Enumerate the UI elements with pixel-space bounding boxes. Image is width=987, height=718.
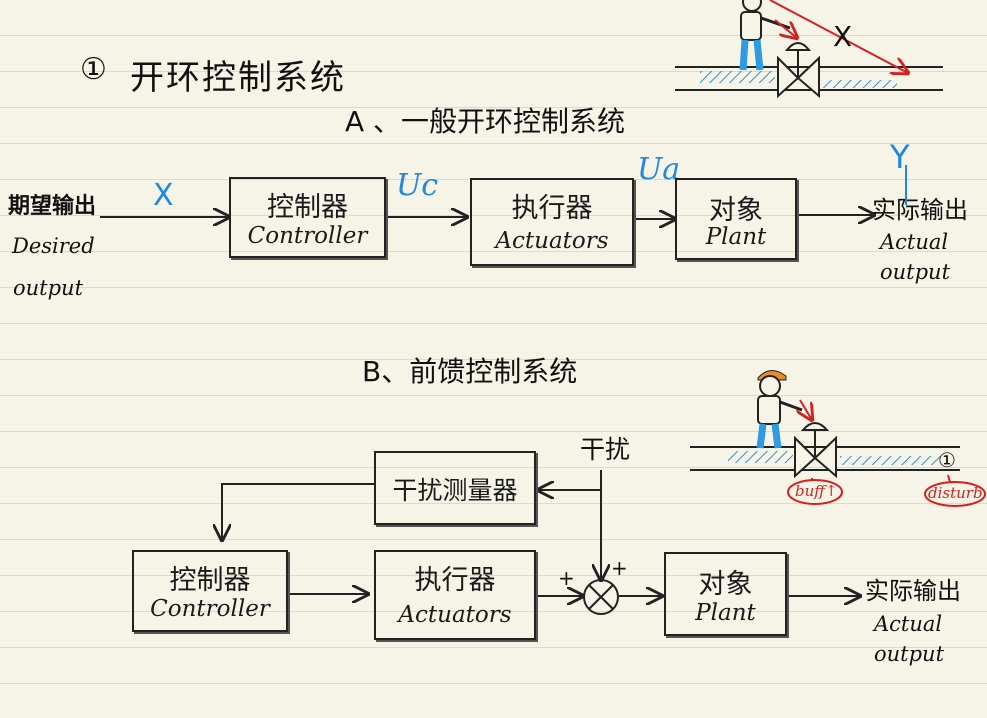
plant-label-en-b: Plant	[695, 600, 756, 626]
plant-label-cn: 对象	[709, 195, 763, 226]
sensor-label: 干扰测量器	[392, 476, 518, 505]
actuators-box-a: 执行器 Actuators	[470, 178, 634, 266]
signal-y-label: Y	[890, 138, 910, 176]
plant-box-b: 对象 Plant	[664, 552, 787, 636]
actuators-label-en: Actuators	[495, 228, 609, 254]
disturb-tag: disturb	[928, 484, 983, 502]
output-label-cn-a: 实际输出	[872, 196, 968, 224]
buff-tag-ellipse	[787, 479, 843, 505]
disturb-tag-ellipse	[924, 481, 986, 507]
controller-label-cn-b: 控制器	[169, 565, 251, 596]
arrow-sensor-to-controller	[222, 483, 374, 540]
person-icon	[739, 0, 791, 71]
controller-label-en-b: Controller	[150, 596, 270, 622]
plant-label-cn-b: 对象	[698, 569, 753, 600]
section-b-title: B、前馈控制系统	[362, 355, 578, 388]
signal-ua-label: Ua	[637, 152, 681, 187]
valve-icon	[777, 42, 820, 99]
heading-number: ①	[80, 52, 107, 87]
disturbance-label: 干扰	[580, 435, 631, 464]
signal-x-label: X	[153, 178, 174, 213]
controller-label-en: Controller	[247, 223, 368, 249]
output-label-en-1-a: Actual	[880, 230, 949, 254]
section-b-arrows	[222, 470, 860, 615]
signal-uc-label: Uc	[396, 168, 439, 203]
arrow-icon	[769, 0, 908, 73]
sensor-box: 干扰测量器	[374, 451, 536, 525]
section-a-title: A 、一般开环控制系统	[345, 105, 626, 138]
actuators-label-cn: 执行器	[511, 193, 593, 224]
section-a-arrows	[100, 215, 874, 219]
output-label-en-1-b: Actual	[874, 612, 943, 636]
plus-left: +	[558, 566, 575, 590]
plant-box-a: 对象 Plant	[675, 178, 797, 260]
actuators-box-b: 执行器 Actuators	[374, 550, 536, 640]
controller-box-b: 控制器 Controller	[132, 550, 288, 632]
actuators-label-cn-b: 执行器	[414, 565, 496, 596]
output-label-en-2-a: output	[880, 260, 951, 284]
controller-box-a: 控制器 Controller	[229, 177, 386, 258]
input-label-en-2: output	[13, 276, 84, 300]
output-label-cn-b: 实际输出	[865, 577, 961, 605]
actuators-label-en-b: Actuators	[398, 602, 512, 628]
output-label-en-2-b: output	[874, 642, 945, 666]
valve-sketch-a	[675, 0, 943, 99]
pipe-icon	[690, 446, 960, 471]
summing-junction-icon	[583, 579, 619, 615]
valve-icon	[794, 422, 837, 479]
plant-label-en: Plant	[705, 224, 767, 250]
pipe-circle-label: ①	[938, 448, 956, 472]
heading-title: 开环控制系统	[130, 58, 346, 98]
controller-label-cn: 控制器	[267, 192, 348, 223]
input-label-en-1: Desired	[12, 234, 95, 258]
person-icon	[756, 370, 803, 449]
valve-sketch-b	[690, 370, 986, 507]
cross-mark: X	[833, 20, 853, 53]
input-label-cn: 期望输出	[8, 194, 97, 219]
buff-tag: buff↑	[795, 482, 838, 500]
plus-top: +	[611, 556, 628, 580]
